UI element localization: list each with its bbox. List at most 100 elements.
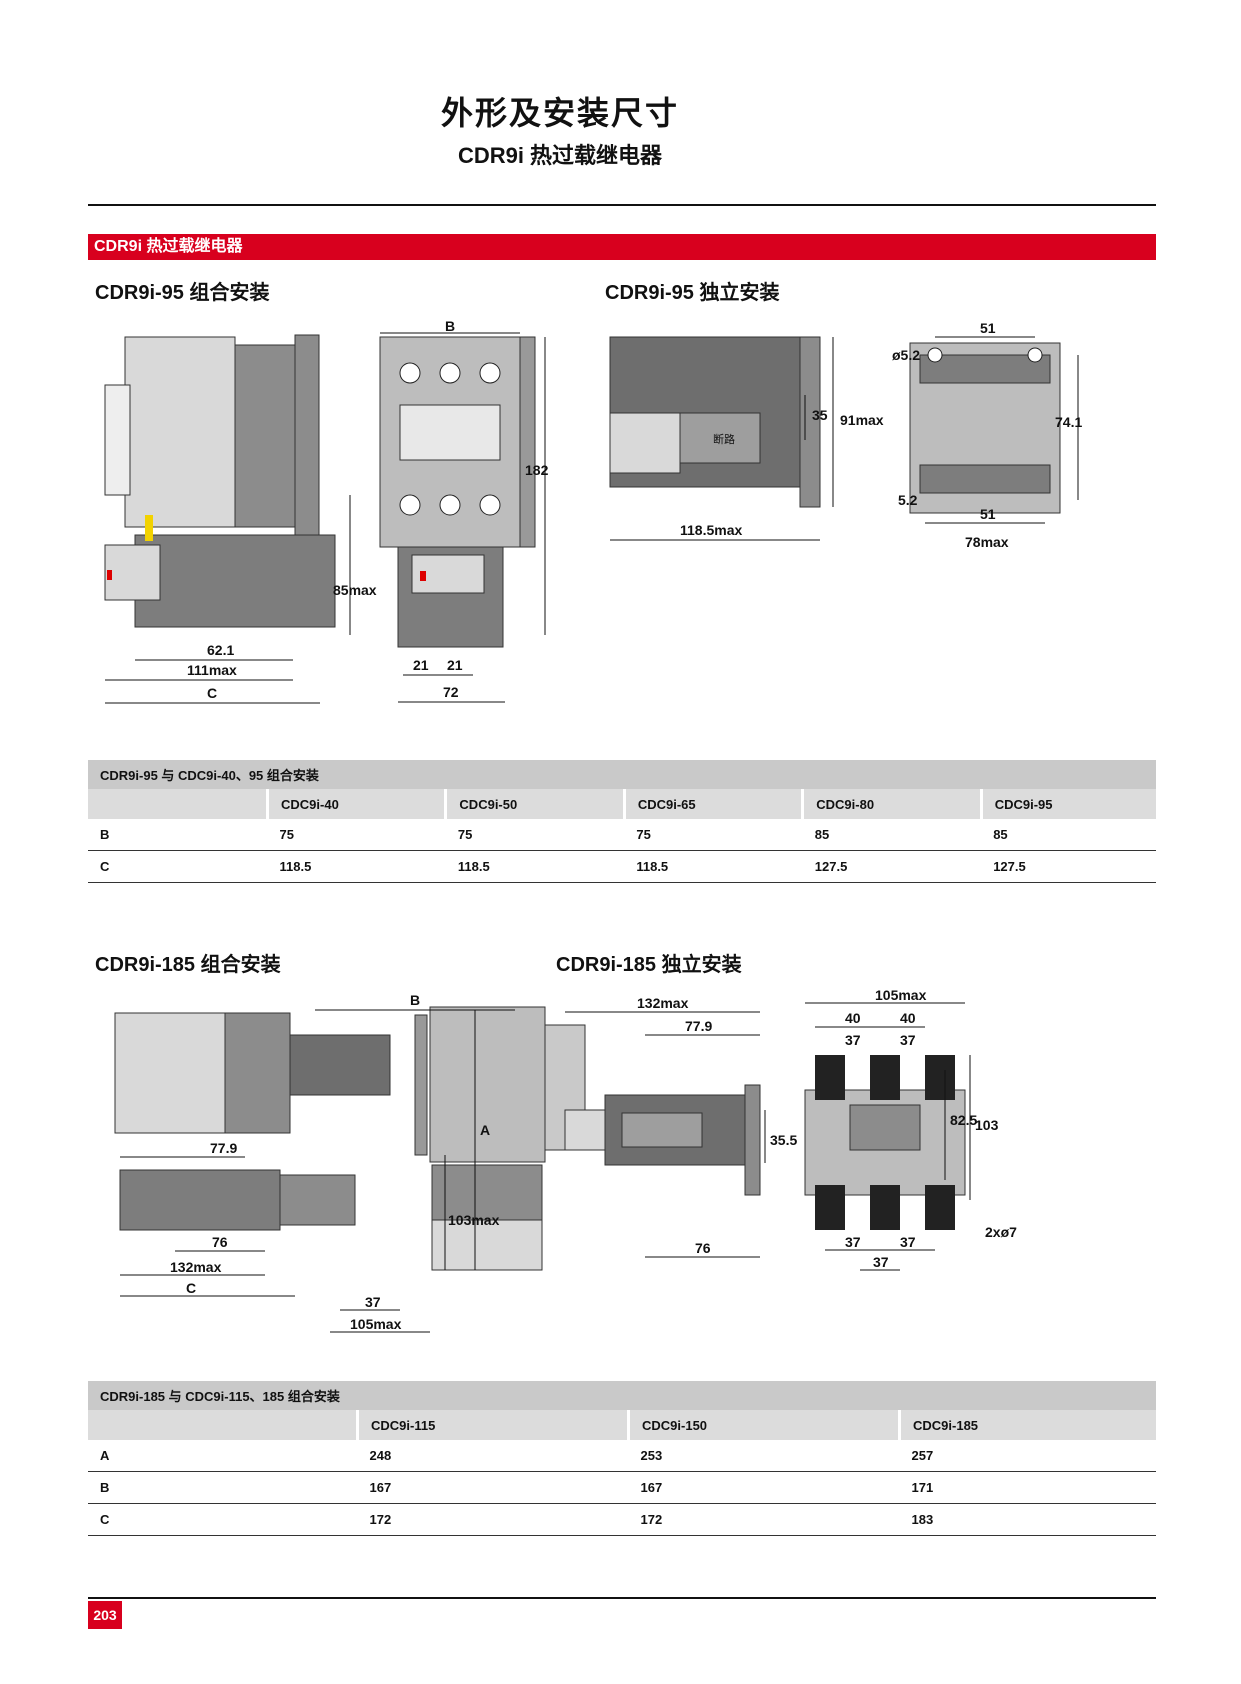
table1-caption: CDR9i-95 与 CDC9i-40、95 组合安装 [88,760,1156,789]
dim-b: B [410,992,420,1008]
dim-105max-standalone: 105max [875,987,927,1003]
table-cell: 253 [628,1440,900,1472]
standalone-front-185 [804,1055,966,1230]
dim-37-top-a: 37 [845,1032,861,1048]
dim-132max: 132max [170,1259,222,1275]
dim-a: A [480,1122,490,1138]
table-cell: 172 [357,1503,629,1536]
table2-header: CDC9i-115 [357,1410,630,1440]
standalone-dimension-lines [610,336,1079,541]
dim-hole-5-2: ø5.2 [892,347,920,363]
table-cell: B [88,819,268,851]
dim-132max-standalone: 132max [637,995,689,1011]
dim-62-1: 62.1 [207,642,234,658]
table-cell: 127.5 [981,850,1156,883]
table-cell: 248 [357,1440,629,1472]
dim-103max: 103max [448,1212,500,1228]
table1-header: CDC9i-40 [267,789,448,819]
dim-37-top-b: 37 [900,1032,916,1048]
table-cell: 167 [628,1471,900,1504]
table2-header [88,1410,359,1440]
dim-77-9-standalone: 77.9 [685,1018,712,1034]
dim-35-5: 35.5 [770,1132,797,1148]
table-row: C 118.5 118.5 118.5 127.5 127.5 [88,850,1156,883]
dim-72: 72 [443,684,459,700]
dim-105max: 105max [350,1316,402,1332]
section2-left-title: CDR9i-185 组合安装 [95,954,281,976]
table-cell: 85 [802,819,982,851]
table2-header: CDC9i-150 [628,1410,901,1440]
dim-37-bottom-b: 37 [900,1234,916,1250]
dim-c: C [207,685,217,701]
table2-header: CDC9i-185 [899,1410,1156,1440]
table-cell: 75 [445,819,625,851]
dim-21-a: 21 [413,657,429,673]
top-rule [88,204,1156,206]
side-view-185 [114,1012,391,1231]
table-cell: 167 [357,1471,629,1504]
cdr9i-95-standalone-drawing: 断路 35 91max 118.5max 51 ø5.2 74.1 5.2 51… [609,320,1082,550]
dim-91max: 91max [840,412,884,428]
dim-35: 35 [812,407,828,423]
cdr9i-185-combined-drawing: 77.9 76 132max C B A 103max 37 105max [114,992,586,1333]
table-cell: 183 [899,1503,1156,1536]
table2-caption: CDR9i-185 与 CDC9i-115、185 组合安装 [88,1381,1156,1410]
standalone-side-185 [564,1084,761,1196]
table-cell: 75 [267,819,446,851]
table-row: A 248 253 257 [88,1440,1156,1472]
dim-51-bottom: 51 [980,506,996,522]
dim-2x-hole-7: 2xø7 [985,1224,1017,1240]
front-view-185 [414,1006,586,1271]
table1-header: CDC9i-65 [624,789,805,819]
standalone-front-view [909,342,1061,514]
standalone-side-view: 断路 [609,336,821,508]
dim-21-b: 21 [447,657,463,673]
section2-right-title: CDR9i-185 独立安装 [556,954,742,976]
dim-103: 103 [975,1117,999,1133]
table-row: B 167 167 171 [88,1471,1156,1504]
dim-182: 182 [525,462,549,478]
table-cell: B [88,1471,358,1504]
table1-header-row: CDC9i-40 CDC9i-50 CDC9i-65 CDC9i-80 CDC9… [88,789,1156,819]
dim-111max: 111max [187,662,237,678]
page-title: 外形及安装尺寸 [440,95,679,131]
table-row: C 172 172 183 [88,1503,1156,1536]
dimension-lines [105,332,546,704]
dim-118-5max: 118.5max [680,522,742,538]
table-cell: 118.5 [624,850,803,883]
dim-77-9: 77.9 [210,1140,237,1156]
standalone-dimension-lines-185 [565,1002,971,1271]
page-subtitle: CDR9i 热过载继电器 [457,143,663,168]
table-cell: C [88,850,268,883]
dim-37: 37 [365,1294,381,1310]
table-cell: 257 [899,1440,1156,1472]
dim-c: C [186,1280,196,1296]
side-view [104,334,336,628]
table-cdr9i-185: CDR9i-185 与 CDC9i-115、185 组合安装 CDC9i-115… [88,1381,1156,1536]
table1-header: CDC9i-50 [445,789,626,819]
dim-40-a: 40 [845,1010,861,1026]
dim-37-bottom-a: 37 [845,1234,861,1250]
table-cdr9i-95: CDR9i-95 与 CDC9i-40、95 组合安装 CDC9i-40 CDC… [88,760,1156,883]
section-banner: CDR9i 热过载继电器 [88,234,1156,260]
table1-header [88,789,269,819]
dim-51-top: 51 [980,320,996,336]
table-row: B 75 75 75 85 85 [88,819,1156,851]
table-cell: 118.5 [445,850,625,883]
table-cell: 85 [981,819,1156,851]
dim-b: B [445,318,455,334]
dim-76: 76 [212,1234,228,1250]
dim-37-bottom-c: 37 [873,1254,889,1270]
dim-5-2: 5.2 [898,492,918,508]
dim-82-5: 82.5 [950,1112,977,1128]
dim-76-standalone: 76 [695,1240,711,1256]
table-cell: 127.5 [802,850,982,883]
table-cell: 118.5 [267,850,446,883]
dimension-lines-185 [120,1009,515,1333]
bottom-rule [88,1597,1156,1599]
cdr9i-185-standalone-drawing: 132max 77.9 35.5 76 105max 40 40 37 37 8… [564,987,1017,1271]
cdr9i-95-combined-drawing: 62.1 111max C B 182 85max 21 21 72 [104,318,549,704]
section1-right-title: CDR9i-95 独立安装 [605,282,780,304]
table1-header: CDC9i-80 [802,789,983,819]
table1-header: CDC9i-95 [981,789,1156,819]
